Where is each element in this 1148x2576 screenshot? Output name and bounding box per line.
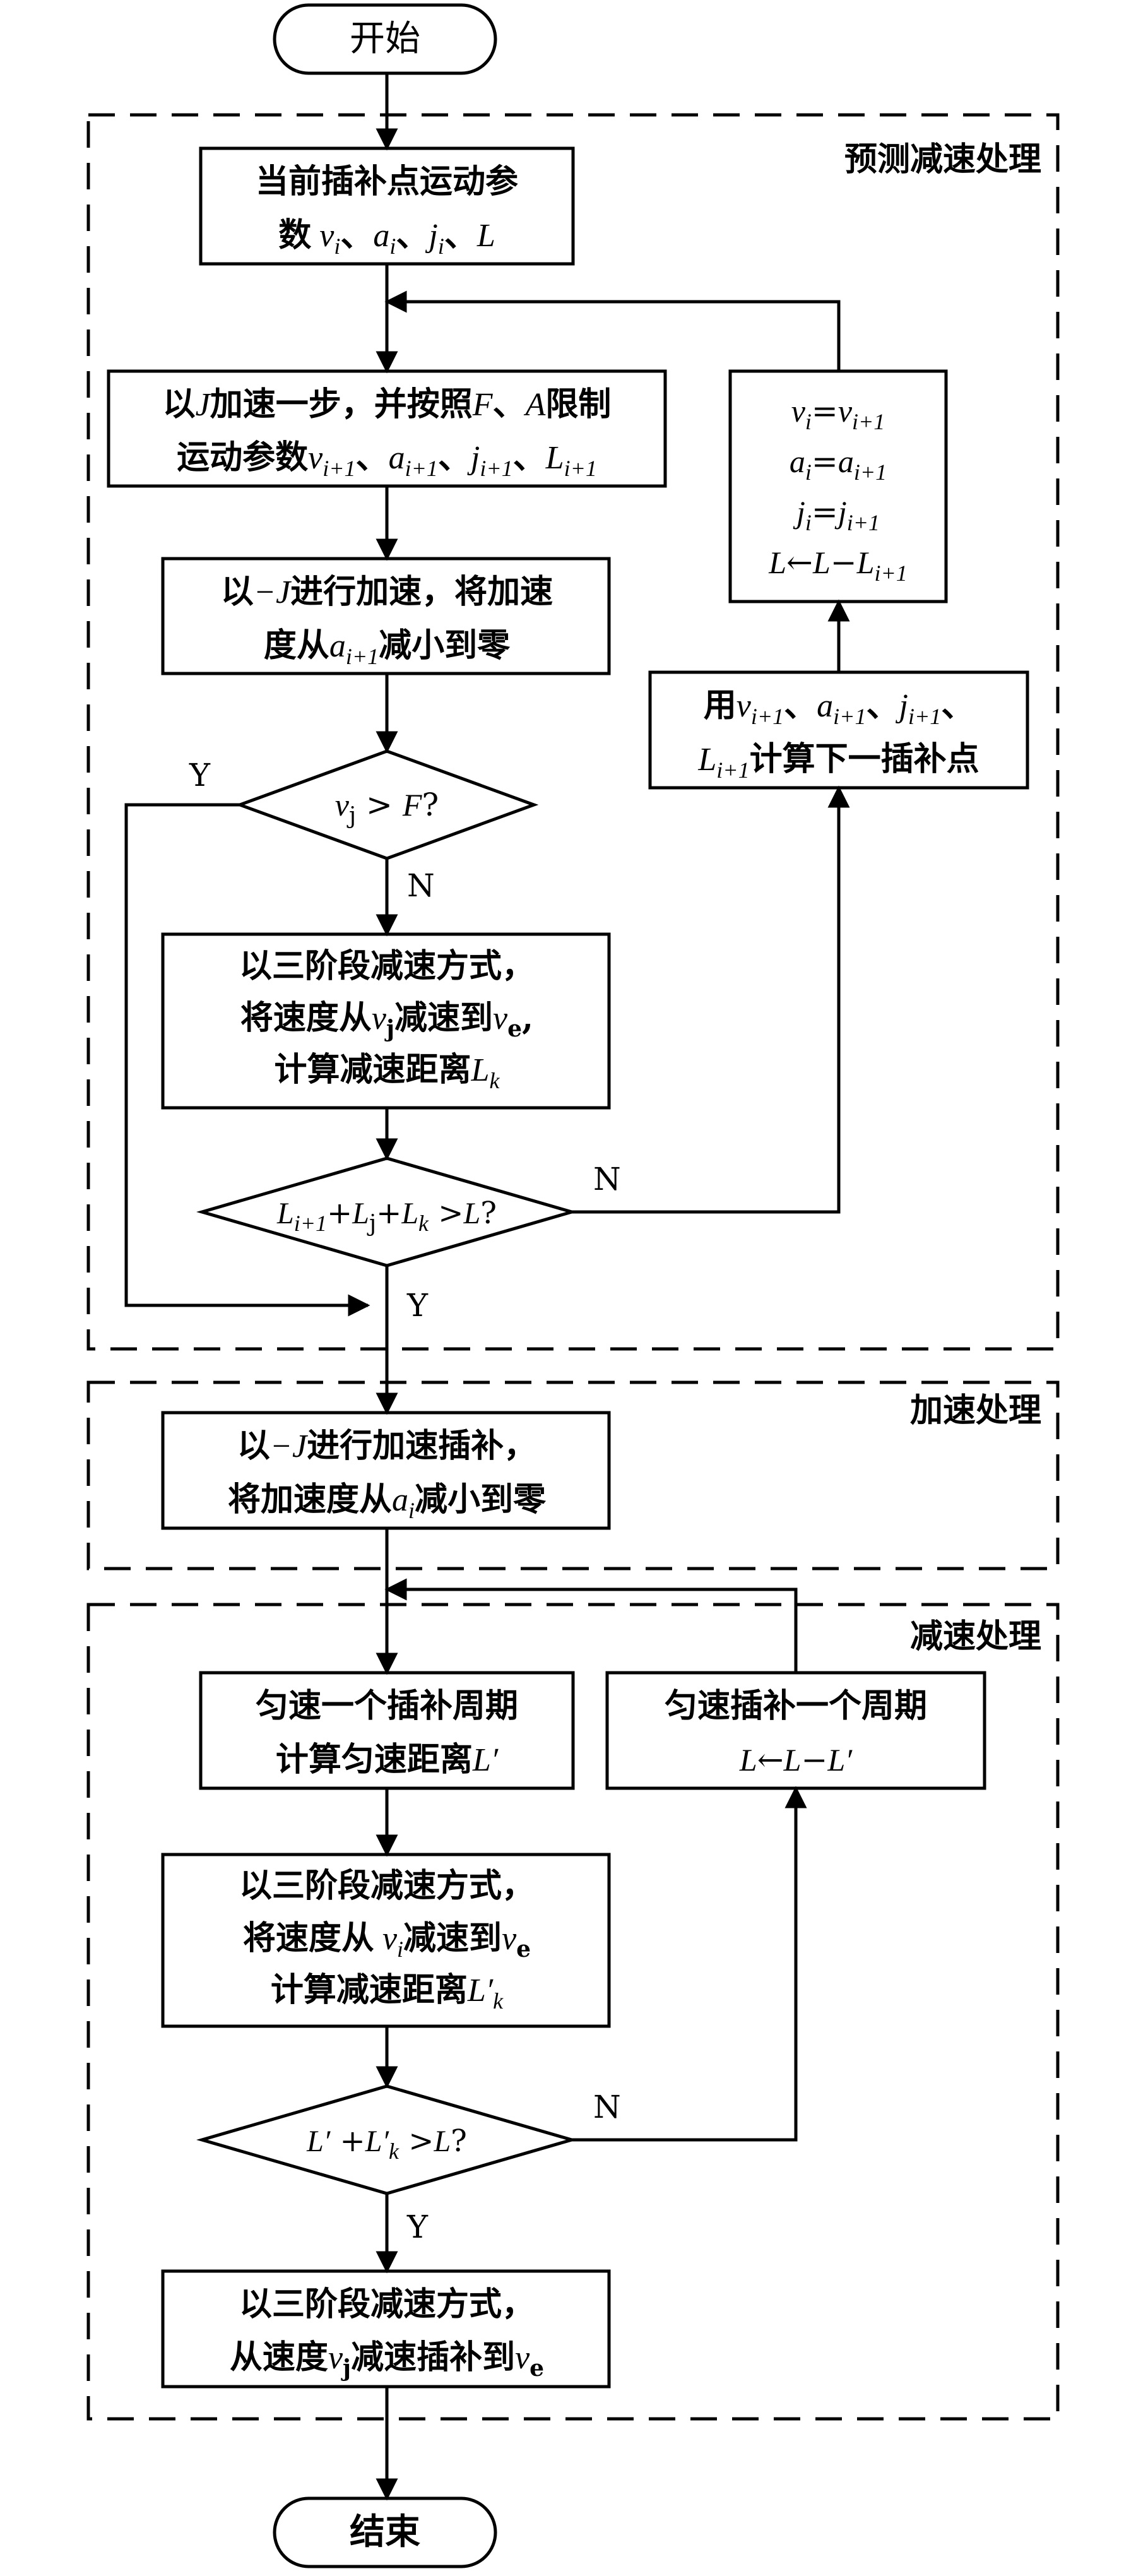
next-point-line2: Li+1计算下一插补点 — [697, 740, 979, 783]
accel-interp-box — [161, 1411, 611, 1530]
uniform-line2: 计算匀速距离L′ — [276, 1740, 499, 1779]
decision2-no-label: N — [593, 1161, 621, 1197]
region-decel — [86, 1603, 1060, 2421]
decel-calc-box — [161, 1853, 611, 2028]
decel-calc-line2: 将速度从 vi减速到ve — [243, 1919, 531, 1962]
neg-j-line1: 以−J进行加速，将加速 — [221, 573, 553, 611]
accel-interp-line2: 将加速度从ai减小到零 — [228, 1480, 547, 1523]
next-point-box — [648, 670, 1029, 790]
start-label: 开始 — [350, 18, 420, 59]
decision-vj-gt-f-label: vj > F? — [335, 786, 439, 829]
uniform-box — [199, 1671, 575, 1790]
uniform-cycle-line1: 匀速插补一个周期 — [665, 1687, 927, 1725]
decision-vj-gt-f — [235, 749, 539, 860]
next-point-line1: 用vi+1、ai+1、ji+1、 — [704, 686, 974, 729]
decision3-no-label: N — [593, 2089, 621, 2125]
accel-step-box — [107, 369, 667, 488]
decel-calc-line1: 以三阶段减速方式， — [239, 1867, 535, 1905]
update-box — [728, 369, 948, 603]
decision-distance-label: Li+1+Lj+Lk >L? — [276, 1196, 497, 1237]
current-params-line2: 数 vi、ai、ji、L — [278, 216, 495, 259]
final-decel-box — [161, 2269, 611, 2389]
final-line1: 以三阶段减速方式， — [239, 2285, 535, 2324]
uniform-cycle-line2: L←L−L′ — [739, 1742, 853, 1778]
decision3-yes-label: Y — [406, 2209, 429, 2245]
end-label: 结束 — [350, 2511, 420, 2553]
decision1-yes-label: Y — [189, 757, 211, 793]
three-stage-line2: 将速度从vj减速到ve, — [240, 999, 533, 1042]
update-line-v: vi=vi+1 — [791, 393, 885, 434]
decision-uniform-distance-label: L′ +L′k >L? — [306, 2123, 467, 2164]
region-accel-label: 加速处理 — [910, 1391, 1041, 1430]
region-accel — [86, 1380, 1060, 1570]
arrow-update-loop-back — [384, 290, 841, 371]
update-line-a: ai=ai+1 — [790, 443, 887, 485]
decel-calc-line3: 计算减速距离L′k — [271, 1971, 504, 2014]
connectors — [124, 73, 850, 2501]
arrow-decision1-yes-loop — [124, 803, 370, 1317]
update-line-l: L←L−Li+1 — [768, 544, 908, 586]
neg-j-line2: 度从ai+1减小到零 — [264, 626, 511, 669]
arrow-decision2-no-to-next — [572, 785, 850, 1214]
uniform-line1: 匀速一个插补周期 — [256, 1687, 518, 1725]
accel-interp-line1: 以−J进行加速插补， — [237, 1427, 536, 1465]
final-line2: 从速度vj减速插补到ve — [230, 2338, 544, 2382]
three-stage-line1: 以三阶段减速方式， — [239, 947, 535, 985]
region-predict-decel — [86, 113, 1060, 1351]
decision1-no-label: N — [407, 867, 435, 904]
region-predict-decel-label: 预测减速处理 — [844, 140, 1041, 179]
arrow-decision3-no-to-uniformcycle — [572, 1786, 807, 2142]
current-params-line1: 当前插补点运动参 — [256, 162, 518, 201]
arrow-uniformcycle-loop-back — [384, 1578, 798, 1673]
start-terminal — [273, 3, 497, 75]
three-stage-box — [161, 932, 611, 1110]
region-decel-label: 减速处理 — [910, 1617, 1041, 1656]
accel-step-line1: 以J加速一步，并按照F、A限制 — [163, 385, 612, 424]
decision2-yes-label: Y — [406, 1287, 429, 1324]
accel-step-line2: 运动参数vi+1、ai+1、ji+1、Li+1 — [177, 438, 597, 481]
three-stage-line3: 计算减速距离Lk — [275, 1050, 500, 1093]
neg-j-box — [161, 557, 611, 675]
